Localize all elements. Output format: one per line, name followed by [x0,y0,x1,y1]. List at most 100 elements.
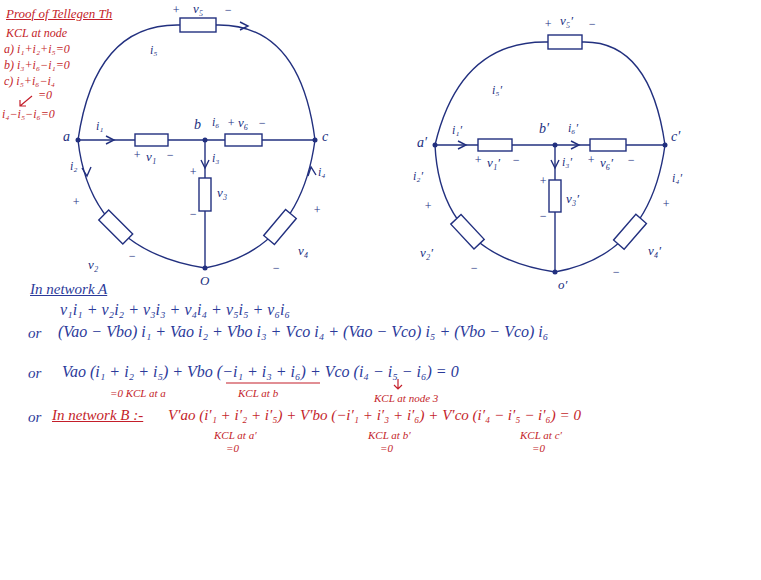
current-arrow [240,22,248,30]
wire [554,212,555,272]
resistor-symbol [451,215,484,249]
polarity-sign: + [133,149,141,161]
kcl-annotation: =0 [380,443,393,454]
polarity-sign: − [166,149,174,161]
current-label: i₆′ [568,122,578,134]
equation-line: (Vao − Vbo) i₁ + Vao i₂ + Vbo i₃ + Vco i… [58,324,548,340]
node-label: c′ [671,130,680,144]
wire [262,139,315,140]
voltage-label: v₄′ [648,244,661,257]
equation-line: v₁i₁ + v₂i₂ + v₃i₃ + v₄i₄ + v₅i₅ + v₆i₆ [60,302,290,318]
kcl-annotation: KCL at c′ [520,430,562,441]
voltage-label: v₄ [298,244,308,257]
junction-dot [203,138,208,143]
junction-dot [76,138,81,143]
polarity-sign: − [258,117,266,129]
resistor-symbol [264,209,297,244]
note-text: KCL at node [6,27,67,39]
resistor-symbol [478,139,512,151]
voltage-label: v₃′ [566,192,579,205]
wire [582,42,665,145]
node-label: a′ [417,136,427,150]
resistor-symbol [614,214,647,249]
polarity-sign: + [313,204,321,216]
voltage-label: v₅ [193,2,203,15]
wire [435,144,478,145]
kcl-underline [226,382,320,383]
kcl-annotation: =0 KCL at a [110,388,166,399]
voltage-label: v₆′ [600,156,613,169]
resistor-symbol [180,18,216,32]
polarity-sign: − [539,210,547,222]
node-label: o′ [558,278,567,291]
kcl-equation: b) i₃+i₆−i₁=0 [4,59,70,71]
section-heading: In network B :- [52,408,143,423]
wire [78,140,205,268]
voltage-label: v₂′ [420,246,433,259]
resistor-symbol [590,139,626,151]
current-label: i₂ [70,160,78,172]
resistor-symbol [549,180,561,212]
polarity-sign: + [662,198,670,210]
wire [204,140,205,178]
kcl-equation: c) i₅+i₆−i₄ [4,75,55,87]
wire [435,42,548,145]
polarity-sign: − [272,262,280,274]
polarity-sign: − [224,4,232,16]
polarity-sign: + [544,18,552,30]
node-label: O [200,274,209,287]
junction-dots [76,138,668,275]
polarity-sign: + [227,117,235,129]
polarity-sign: + [424,200,432,212]
voltage-label: v₂ [88,258,98,271]
wire [204,211,205,268]
polarity-sign: + [474,154,482,166]
current-label: i₁ [96,120,104,132]
kcl-annotation: KCL at a′ [214,430,257,441]
polarity-sign: − [189,208,197,220]
page-title: Proof of Tellegen Th [6,7,112,20]
current-arrow [571,141,579,149]
kcl-annotation: KCL at b′ [368,430,411,441]
current-arrow [201,160,209,168]
equation-line: V′ao (i′₁ + i′₂ + i′₅) + V′bo (−i′₁ + i′… [168,408,581,423]
wire [78,139,135,140]
polarity-sign: + [189,166,197,178]
kcl-annotation: =0 [532,443,545,454]
polarity-sign: − [612,266,620,278]
voltage-label: v₃ [217,186,227,199]
polarity-sign: − [512,154,520,166]
resistor-symbol [225,134,262,146]
polarity-sign: + [539,175,547,187]
wire [216,25,315,140]
kcl-annotation: KCL at node 3 [374,393,438,404]
voltage-label: v₆ [238,116,248,129]
current-label: i₁′ [452,124,462,136]
note-arrow [20,96,32,106]
current-label: i₃ [212,152,220,164]
current-arrow [106,136,114,144]
kcl-annotation: KCL at b [238,388,278,399]
kcl-annotation: =0 [226,443,239,454]
polarity-sign: + [172,4,180,16]
polarity-sign: − [128,250,136,262]
connective-word: or [28,326,41,341]
node-label: b [194,118,201,132]
resistor-symbol [99,210,133,244]
polarity-sign: − [627,154,635,166]
current-arrow [82,167,91,176]
voltage-label: v₅′ [560,14,573,27]
voltage-label: v₁′ [487,156,500,169]
note-arrows [20,96,402,389]
current-label: i₄′ [672,172,682,184]
wire [168,139,225,140]
wire [626,144,665,145]
resistor-symbol [199,178,211,211]
polarity-sign: − [588,18,596,30]
current-arrow [551,160,559,168]
connective-word: or [28,410,41,425]
node-label: b′ [539,122,549,136]
network-a [78,18,316,268]
voltage-label: v₁ [146,150,156,163]
